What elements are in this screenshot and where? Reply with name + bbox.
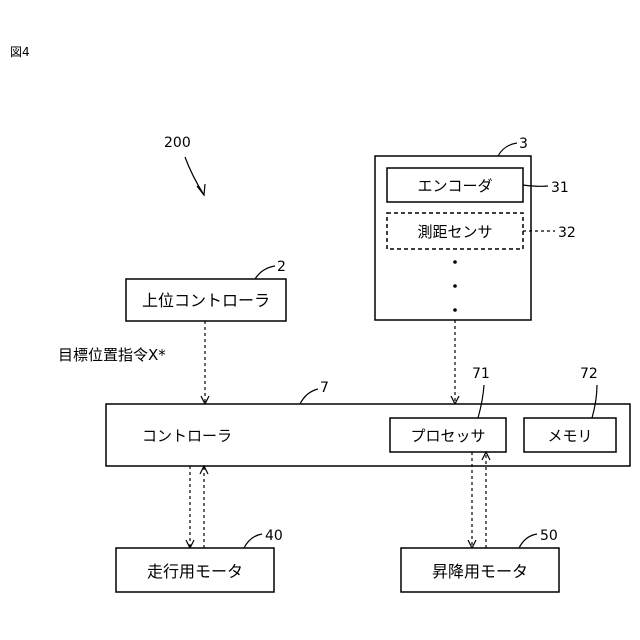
system-ref: 200 [164,135,191,151]
upper-controller-leader [255,266,275,279]
travel-motor-ref: 40 [265,528,283,544]
ellipsis-dot [453,308,457,312]
command-label: 目標位置指令X* [58,346,166,364]
processor-label: プロセッサ [410,427,485,445]
sensor-unit-ref: 3 [519,136,528,152]
distance-sensor-label: 測距センサ [417,223,492,241]
upper-controller-ref: 2 [277,259,286,275]
upper-controller-label: 上位コントローラ [142,291,270,310]
distance-sensor-ref: 32 [558,225,576,241]
controller-ref: 7 [320,380,329,396]
controller-leader [300,389,318,404]
ellipsis-dot [453,260,457,264]
travel-motor-leader [244,534,262,548]
travel-motor-label: 走行用モータ [147,562,243,581]
lift-motor-leader [519,534,537,548]
encoder-label: エンコーダ [417,177,492,195]
lift-motor-ref: 50 [540,528,558,544]
processor-ref: 71 [472,366,490,382]
encoder-ref: 31 [551,180,569,196]
figure-label: 図4 [10,45,30,59]
memory-label: メモリ [547,427,592,445]
lift-motor-label: 昇降用モータ [432,562,528,581]
system-ref-arrow [185,157,204,195]
controller-label: コントローラ [142,427,232,445]
ellipsis-dot [453,284,457,288]
sensor-unit-leader [498,143,517,156]
memory-ref: 72 [580,366,598,382]
